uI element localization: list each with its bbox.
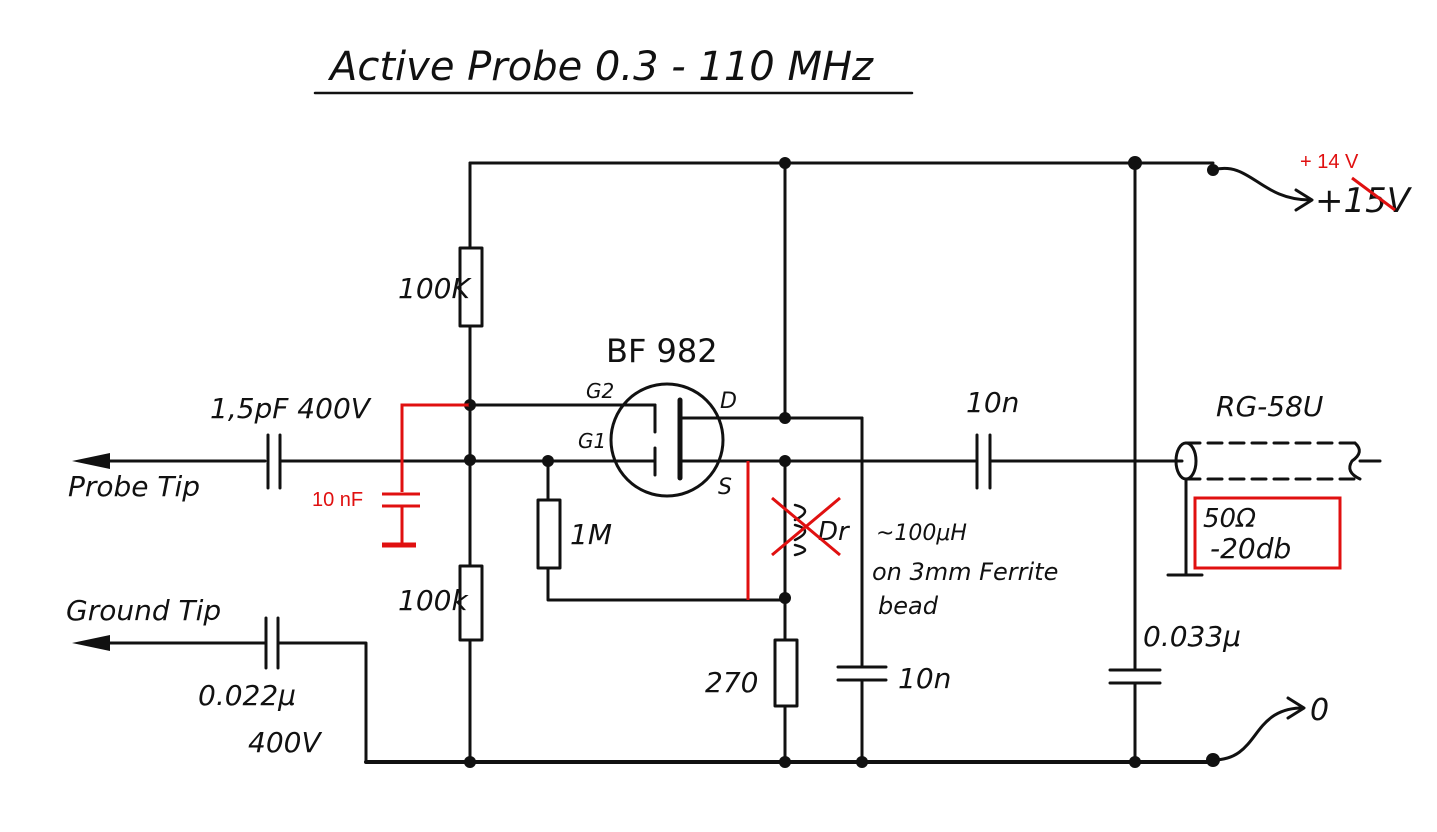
resistor-1m <box>536 498 562 570</box>
junction-dot <box>464 756 476 768</box>
cap-supply-label: 0.033μ <box>1143 620 1241 653</box>
resistor-1m-label: 1M <box>570 518 612 551</box>
probe-tip-arrow <box>72 453 110 469</box>
cap-coupling-label: 10n <box>966 386 1019 419</box>
choke-cross-b <box>771 496 841 557</box>
ground-tip-label: Ground Tip <box>66 594 221 627</box>
ground-arrow <box>1286 696 1306 720</box>
resistor-270-label: 270 <box>705 666 758 699</box>
supply-strikethrough <box>1351 176 1396 212</box>
resistor-100k-top-label: 100K <box>398 272 472 305</box>
transistor-label: BF 982 <box>606 332 718 370</box>
added-cap-label: 10 nF <box>312 489 363 511</box>
ground-lead <box>1211 706 1302 762</box>
cable-label: RG-58U <box>1216 390 1323 423</box>
junction-dot <box>779 592 791 604</box>
supply-lead <box>1211 166 1312 202</box>
resistor-100k-bottom-label: 100k <box>398 584 469 617</box>
title: Active Probe 0.3 - 110 MHz <box>327 44 874 90</box>
choke-desc-1: ~100μH <box>876 521 967 546</box>
ground-out-label: 0 <box>1310 693 1329 728</box>
pin-s-label: S <box>718 475 732 500</box>
junction-dot <box>856 756 868 768</box>
coax-break <box>1348 441 1362 481</box>
choke-desc-3: bead <box>878 592 939 620</box>
probe-tip-label: Probe Tip <box>68 470 200 503</box>
gate-resistor-return <box>546 566 787 602</box>
transistor-body <box>609 382 725 498</box>
choke-desc-2: on 3mm Ferrite <box>872 558 1058 586</box>
pin-d-label: D <box>720 389 737 414</box>
cap-ground-label: 0.022μ <box>198 679 296 712</box>
junction-dot <box>779 756 791 768</box>
load-impedance: 50Ω <box>1203 504 1256 534</box>
supply-arrow <box>1294 188 1314 212</box>
pin-g1-label: G1 <box>578 429 606 453</box>
load-attenuation: -20db <box>1210 532 1291 565</box>
cap-ground-voltage: 400V <box>248 726 322 759</box>
load-annotation-box <box>1193 496 1342 570</box>
pin-g2-label: G2 <box>586 379 614 403</box>
supply-new-label: + 14 V <box>1300 151 1359 173</box>
junction-dot <box>1129 756 1141 768</box>
cap-drain-label: 10n <box>898 662 951 695</box>
ground-tip-arrow <box>72 635 110 651</box>
added-cap-wire <box>400 403 470 492</box>
cap-1-5pf-label: 1,5pF 400V <box>210 392 372 425</box>
ground-cap-return <box>276 641 368 764</box>
resistor-270 <box>773 638 799 708</box>
